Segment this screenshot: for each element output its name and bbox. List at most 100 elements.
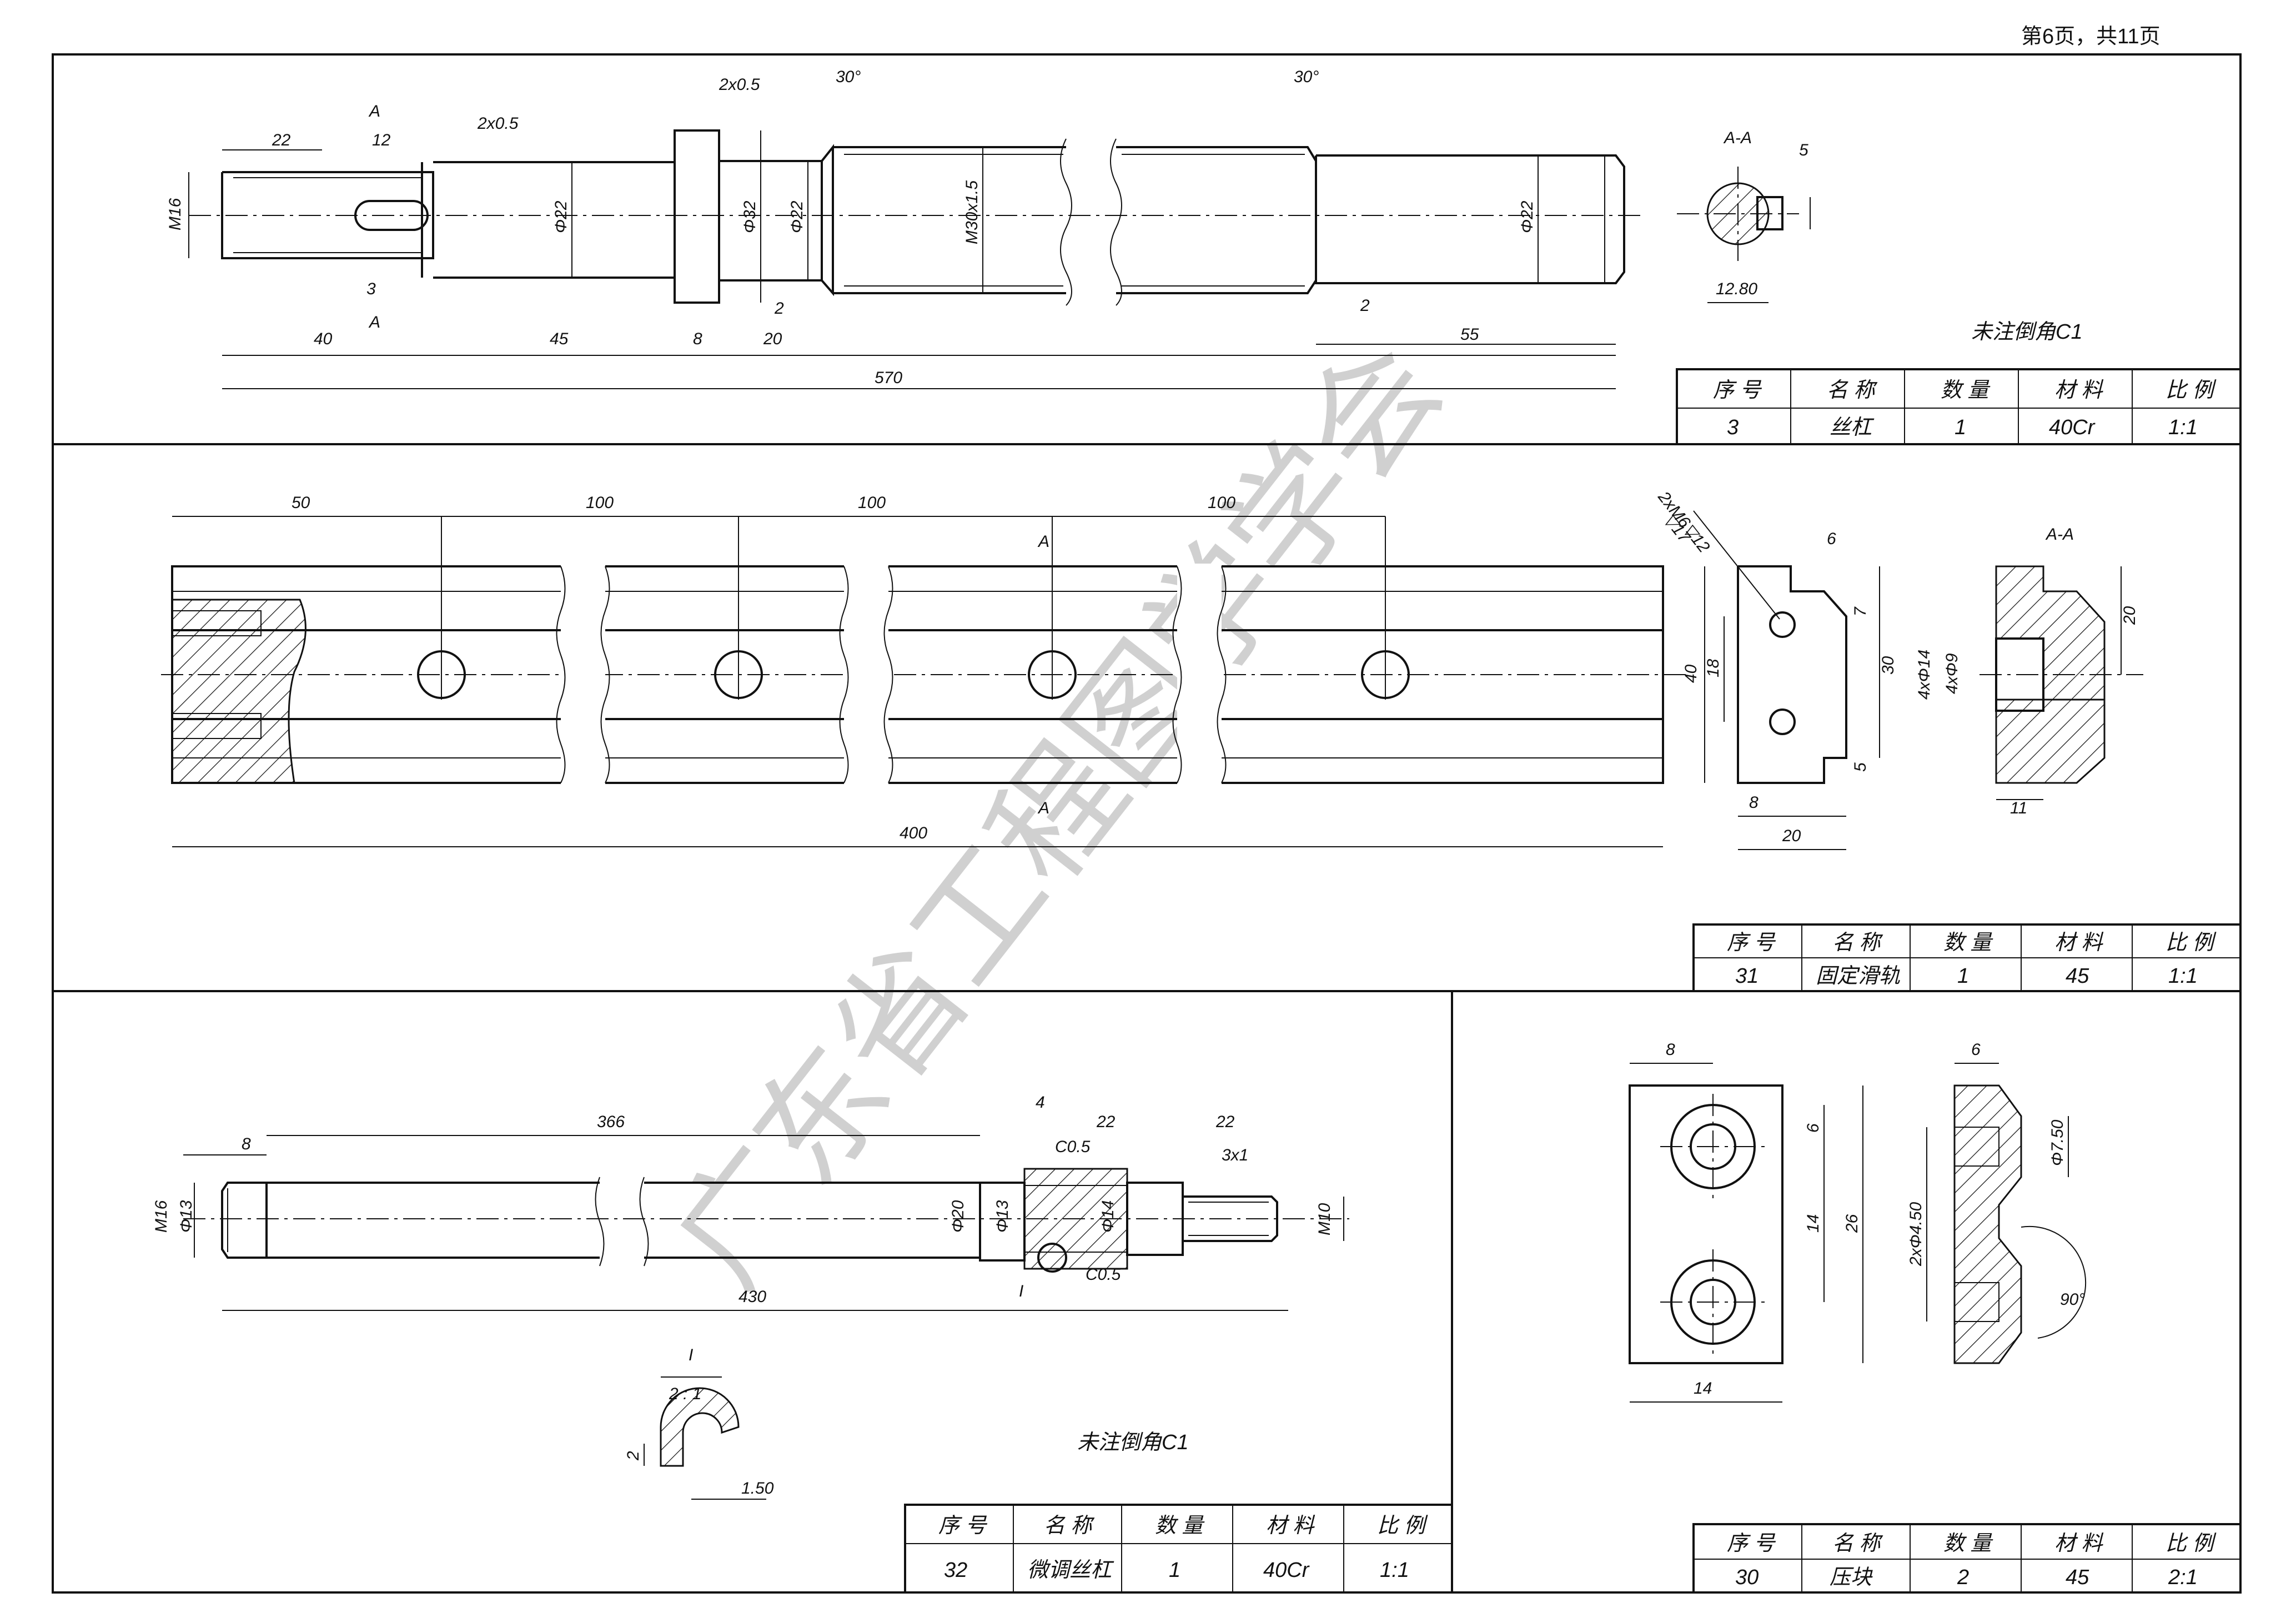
dim-label: 14 <box>1694 1379 1712 1398</box>
part-name: 丝杠 <box>1830 416 1875 439</box>
dim-label: 100 <box>858 494 886 512</box>
watermark-text: 广东省工程图学学会 <box>647 317 1468 1310</box>
section-label: A-A <box>2045 525 2074 544</box>
dim-label: 8 <box>693 330 702 348</box>
dim-label: 2xΦ4.50 <box>1907 1202 1925 1267</box>
dim-label: 5 <box>1799 141 1808 159</box>
part-qty: 2 <box>1957 1566 1969 1589</box>
title-block-part-30: 序 号 名 称 数 量 材 料 比 例 30 压块 2 45 2:1 <box>1692 1523 2242 1594</box>
part-name: 固定滑轨 <box>1816 964 1900 988</box>
dim-label: 366 <box>597 1113 625 1131</box>
dim-label: 2x0.5 <box>719 76 760 94</box>
part-30-press-block-view <box>1629 1063 2087 1403</box>
dim-label: 570 <box>875 369 902 387</box>
dim-label: 40 <box>314 330 333 348</box>
dim-label: 22 <box>1215 1113 1235 1131</box>
dim-label: 430 <box>738 1288 766 1306</box>
dim-label: 2x0.5 <box>477 114 519 133</box>
header-cell: 材 料 <box>2054 931 2104 954</box>
dim-label: 50 <box>292 494 310 512</box>
dim-label: M16 <box>152 1200 170 1233</box>
part-qty: 1 <box>1955 416 1966 439</box>
dim-label: 4xΦ9 <box>1943 653 1961 694</box>
part-material: 40Cr <box>1263 1559 1310 1582</box>
dim-label: 3 <box>366 280 376 298</box>
part-name: 微调丝杠 <box>1027 1559 1114 1582</box>
dim-label: Φ32 <box>741 200 759 233</box>
dim-label: 45 <box>550 330 569 348</box>
dim-label: 12 <box>372 131 391 149</box>
part-material: 45 <box>2066 1566 2089 1589</box>
header-cell: 名 称 <box>1832 931 1884 954</box>
header-cell: 名 称 <box>1832 1532 1884 1555</box>
dim-label: 100 <box>586 494 614 512</box>
dim-label: 18 <box>1704 659 1722 677</box>
dim-label: 8 <box>242 1135 251 1153</box>
header-cell: 数 量 <box>1155 1514 1205 1537</box>
dim-label: 6 <box>1804 1123 1822 1133</box>
title-block-part-31: 序 号 名 称 数 量 材 料 比 例 31 固定滑轨 1 45 1:1 <box>1692 923 2242 992</box>
section-mark: A <box>368 102 380 120</box>
dim-label: 2 <box>624 1451 642 1461</box>
dim-label: Φ13 <box>177 1200 195 1233</box>
dim-label: 40 <box>1682 664 1700 683</box>
dim-label: Φ22 <box>788 200 806 233</box>
dim-label: M30x1.5 <box>963 180 981 244</box>
dim-label: 14 <box>1804 1214 1822 1233</box>
dim-label: 6 <box>1971 1041 1981 1059</box>
part-scale: 1:1 <box>2168 964 2198 988</box>
dim-label: 55 <box>1460 325 1479 344</box>
section-mark: A <box>1037 532 1049 551</box>
dim-label: 20 <box>1782 827 1801 845</box>
dim-label: 30° <box>836 68 861 86</box>
dim-label: C0.5 <box>1055 1138 1091 1156</box>
dim-label: Φ20 <box>949 1200 967 1233</box>
dim-label: 100 <box>1208 494 1235 512</box>
part-scale: 1:1 <box>1380 1559 1409 1582</box>
part-number: 31 <box>1735 964 1759 988</box>
dim-label: Φ13 <box>993 1200 1012 1233</box>
part-scale: 2:1 <box>2168 1566 2198 1589</box>
section-mark: A <box>368 313 380 331</box>
part-number: 30 <box>1735 1566 1759 1589</box>
header-cell: 材 料 <box>2054 1532 2104 1555</box>
page-number-label: 第6页，共11页 <box>2021 25 2161 48</box>
dim-label: 22 <box>1096 1113 1116 1131</box>
header-cell: 数 量 <box>1943 931 1994 954</box>
dim-label: 400 <box>900 824 927 842</box>
dim-label: 12.80 <box>1716 280 1757 298</box>
section-label: A-A <box>1723 129 1752 147</box>
part-3-lead-screw-view <box>188 129 1811 389</box>
part-material: 40Cr <box>2049 416 2096 439</box>
dim-label: 2 <box>1360 297 1370 315</box>
dim-label: Φ14 <box>1099 1200 1117 1233</box>
header-cell: 比 例 <box>2166 1532 2217 1555</box>
dim-label: 30° <box>1294 68 1319 86</box>
part-32-fine-screw-view <box>183 1135 1349 1500</box>
detail-scale: 2 : 1 <box>669 1385 701 1403</box>
part-name: 压块 <box>1830 1566 1873 1589</box>
header-cell: 比 例 <box>2166 379 2217 402</box>
dim-label: 8 <box>1749 793 1759 812</box>
dim-label: Φ22 <box>552 200 570 233</box>
chamfer-note: 未注倒角C1 <box>1971 320 2083 344</box>
dim-label: 26 <box>1843 1214 1861 1233</box>
dim-label: 6 <box>1827 530 1836 548</box>
header-cell: 材 料 <box>2054 379 2104 402</box>
dim-label: 2 <box>774 299 784 318</box>
part-scale: 1:1 <box>2168 416 2198 439</box>
dim-label: 20 <box>2121 606 2139 625</box>
dim-label: 30 <box>1879 656 1897 675</box>
part-qty: 1 <box>1957 964 1969 988</box>
header-cell: 序 号 <box>1713 379 1762 402</box>
detail-mark: I <box>1019 1282 1023 1300</box>
dim-label: Φ7.50 <box>2048 1119 2067 1166</box>
part-number: 32 <box>944 1559 967 1582</box>
dim-label: C0.5 <box>1086 1265 1121 1284</box>
header-cell: 序 号 <box>1727 931 1776 954</box>
header-cell: 序 号 <box>938 1514 988 1537</box>
part-31-fixed-rail-view <box>161 510 2143 850</box>
dim-label: M16 <box>166 198 184 230</box>
header-cell: 名 称 <box>1827 379 1878 402</box>
